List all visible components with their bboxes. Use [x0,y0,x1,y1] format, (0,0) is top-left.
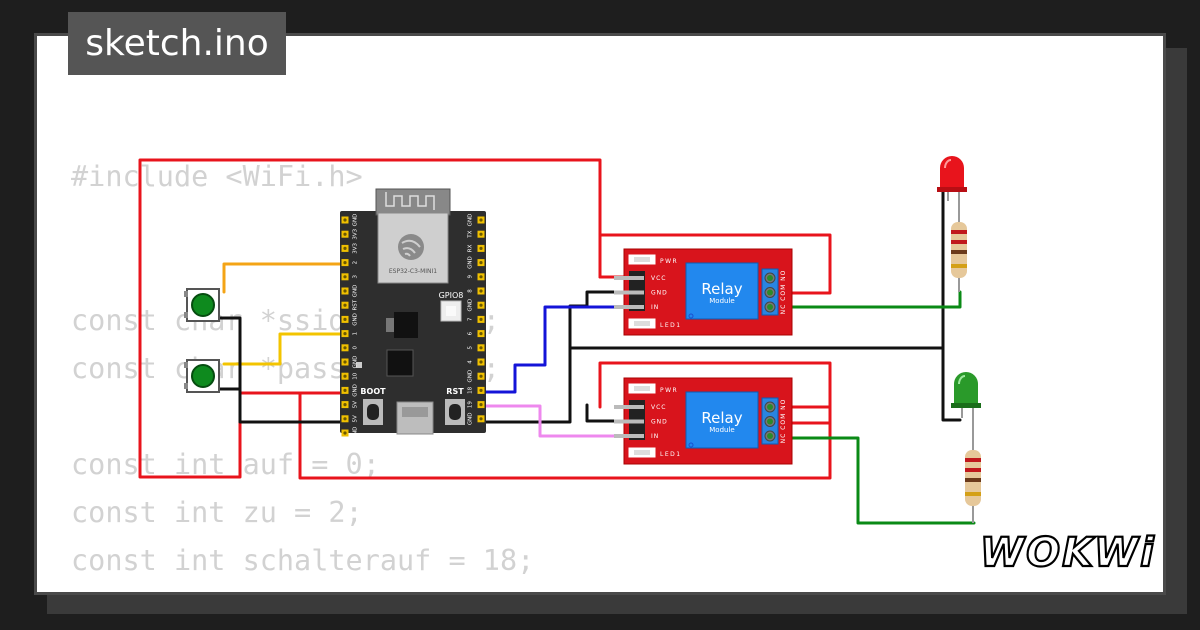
pin-label: GND [468,370,474,383]
rst-label: RST [446,387,464,396]
wire-red-relay1-com [598,233,832,295]
relay-input-pin [614,276,644,280]
relay-pin-label: IN [651,433,659,440]
relay-subtitle: Module [709,426,734,434]
pwr-label: PWR [660,258,678,265]
pin-label: 6 [468,331,474,335]
pin-label: 18 [468,386,474,393]
led-label: LED1 [660,322,682,329]
wire-green-relay2-led [788,436,976,525]
led-red [937,156,967,201]
pin-label: 3 [353,275,359,279]
pin-label: 3V3 [353,228,359,239]
relay-pin-label: VCC [651,404,666,411]
relay-pin-label: VCC [651,275,666,282]
pin-label: GND [353,384,359,397]
code-line: const int auf = 0; [71,448,380,481]
pin-label: GND [353,427,359,440]
pin-label: 19 [468,401,474,408]
led-label: LED1 [660,451,682,458]
pin-label: GND [468,412,474,425]
pin-label: 5 [468,346,474,350]
wire-green-relay1-led [788,290,962,309]
led-green [951,372,981,418]
resistor-2 [965,418,981,523]
pin-label: 9 [468,275,474,279]
pin-label: GND [353,356,359,369]
boot-button[interactable] [363,399,383,425]
wire-yellow-button2 [222,332,347,366]
relay-pin-label: GND [651,419,668,426]
pin-label: 4 [468,360,474,364]
pin-label: GND [468,214,474,227]
wire-red-relay2-vcc [598,361,832,425]
pin-label: RX [468,244,474,252]
pin-label: GND [353,285,359,298]
pin-label: 8 [468,289,474,293]
pin-label: 1 [353,332,359,336]
pin-label: 2 [353,261,359,265]
wire-red-5v-relay2 [298,391,832,480]
pin-label: 5V [353,415,359,422]
svg-text:WOKWi: WOKWi [980,530,1156,576]
esp32-c3-board: ESP32-C3-MINI1 GPIO8 BOOT RST GND3V33V32… [340,188,486,440]
wire-blue-signal [478,305,632,394]
relay-pin-label: GND [651,290,668,297]
pin-label: TX [468,230,474,238]
relay-input-pin [614,419,644,424]
relay-title: Relay [701,409,742,427]
push-button-1[interactable] [184,288,220,322]
relay-output-labels: NC COM NO [780,270,787,315]
pin-label: 10 [353,372,359,379]
code-line: const int schalterauf = 18; [71,544,535,577]
pin-label: 3V3 [353,243,359,254]
relay-input-pin [614,290,644,295]
wire-orange-button1 [222,262,347,294]
relay-input-pin [614,434,644,438]
pin-label: GND [468,256,474,269]
usb-port [396,401,434,435]
wire-black-gnd-right [478,290,632,424]
wire-black-led-red [941,188,952,350]
resistor-1 [951,200,967,292]
relay-title: Relay [701,280,742,298]
rst-button[interactable] [445,399,465,425]
relay-input-pin [614,405,644,409]
relay-subtitle: Module [709,297,734,305]
gpio8-label: GPIO8 [439,291,464,300]
pin-label: GND [468,299,474,312]
wire-pink-signal [478,404,632,438]
pin-label: 0 [353,346,359,350]
code-line: const int zu = 2; [71,496,363,529]
pin-label: GND [353,214,359,227]
push-button-2[interactable] [184,359,220,393]
relay-output-labels: NC COM NO [780,399,787,444]
relay-pin-label: IN [651,304,659,311]
wokwi-logo: WOKWi [979,529,1156,577]
module-label: ESP32-C3-MINI1 [389,268,437,275]
relay-input-pin [614,305,644,309]
pin-label: 5V [353,401,359,408]
pwr-label: PWR [660,387,678,394]
espressif-logo-icon [398,234,424,260]
wire-black-gnd-buttons [204,316,347,424]
file-tab[interactable]: sketch.ino [68,12,286,75]
boot-label: BOOT [360,387,386,396]
pin-label: RST [353,299,359,310]
pin-label: GND [353,313,359,326]
wire-black-gnd-relay2 [568,346,962,422]
pin-label: 7 [468,317,474,321]
